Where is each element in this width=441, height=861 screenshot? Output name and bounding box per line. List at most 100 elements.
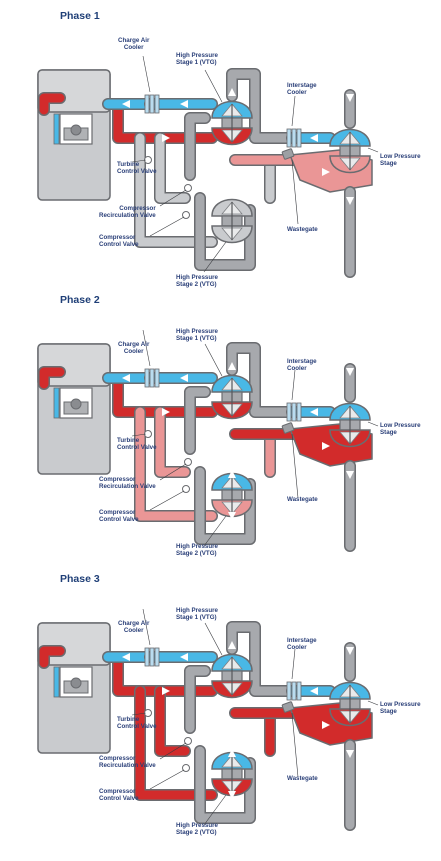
leader-turbine-control-valve: [131, 433, 147, 437]
interstage-cooler-fin: [296, 681, 302, 701]
interstage-cooler-fin: [291, 681, 297, 701]
flow-arrow-hp2-compressor: [228, 470, 236, 478]
flow-arrow-hp2-turbine: [228, 791, 236, 799]
flow-arrow-wastegate: [322, 721, 330, 729]
flow-arrow-lp-intake: [346, 647, 354, 655]
charge-air-cooler-fin: [154, 94, 160, 114]
exhaust-to-hp2: [135, 407, 217, 521]
leader-wastegate: [291, 712, 299, 778]
flow-arrow-lp-exhaust: [346, 197, 354, 205]
leader-interstage-cooler: [291, 95, 296, 127]
engine-piston-pin: [70, 398, 82, 410]
phase-title: Phase 1: [60, 10, 100, 22]
leader-interstage-cooler: [291, 369, 296, 401]
leader-hp-stage1: [204, 69, 223, 103]
wastegate-label: Wastegate: [287, 775, 318, 782]
interstage-cooler-fin: [291, 128, 297, 148]
engine-piston-pin: [70, 677, 82, 689]
engine-intake-valve: [53, 666, 60, 698]
flow-arrow-hp2-turbine: [228, 512, 236, 520]
recirculation-pipe: [185, 113, 210, 180]
flow-arrow-hp1-out: [228, 641, 236, 649]
flow-arrow-wastegate: [322, 442, 330, 450]
flow-arrow-hp2-compressor: [228, 749, 236, 757]
charge-air-cooler-fin: [144, 94, 150, 114]
leader-compressor-recirculation-valve: [159, 742, 187, 760]
exhaust-to-hp2: [135, 686, 217, 800]
flow-arrow-interstage: [310, 134, 318, 142]
hp2-loop-pipe: [195, 746, 255, 823]
wastegate-label: Wastegate: [287, 226, 318, 233]
hp1-compressor-inlet-loop: [227, 69, 297, 143]
leader-turbine-control-valve: [131, 159, 147, 163]
flow-arrow-exhaust: [162, 134, 170, 142]
hp1-compressor-inlet-loop: [227, 343, 297, 417]
phase-title: Phase 2: [60, 294, 100, 306]
interstage-cooler: [286, 402, 302, 422]
flow-arrow-charge-air: [180, 653, 188, 661]
leader-hp-stage2: [203, 241, 227, 273]
charge-air-cooler-fin: [144, 647, 150, 667]
leader-wastegate: [291, 433, 299, 499]
leader-low-pressure-stage: [367, 700, 379, 706]
flow-arrow-exhaust: [162, 408, 170, 416]
exhaust-manifold-left: [39, 93, 65, 115]
turbo-system-diagram: [37, 55, 379, 278]
leader-charge-air-cooler: [142, 55, 151, 93]
leader-hp-stage2: [203, 794, 227, 826]
leader-hp-stage1: [204, 343, 223, 377]
leader-hp-stage1: [204, 622, 223, 656]
interstage-cooler-fin: [286, 402, 292, 422]
flow-arrow-exhaust: [162, 687, 170, 695]
charge-air-cooler-fin: [154, 647, 160, 667]
recirculation-pipe: [185, 666, 210, 733]
flow-arrow-hp1-out: [228, 88, 236, 96]
leader-compressor-control-valve: [149, 216, 185, 237]
turbo-system-diagram: [37, 329, 379, 552]
leader-compressor-recirculation-valve: [159, 463, 187, 481]
exhaust-manifold-left: [39, 646, 65, 668]
compressor-recirculation-valve: [184, 737, 192, 745]
charge-air-cooler-fin: [144, 368, 150, 388]
leader-compressor-recirculation-valve: [159, 189, 187, 207]
interstage-cooler: [286, 128, 302, 148]
interstage-cooler-fin: [296, 402, 302, 422]
interstage-cooler-fin: [291, 402, 297, 422]
flow-arrow-lp-exhaust: [346, 471, 354, 479]
leader-wastegate: [291, 159, 299, 225]
flow-arrow-lp-intake: [346, 94, 354, 102]
leader-compressor-control-valve: [149, 769, 185, 790]
charge-air-cooler: [144, 94, 160, 114]
charge-air-cooler-fin: [154, 368, 160, 388]
leader-low-pressure-stage: [367, 147, 379, 153]
interstage-cooler: [286, 681, 302, 701]
exhaust-bypass-pipe: [155, 133, 190, 203]
flow-arrow-charge-air: [180, 100, 188, 108]
exhaust-manifold: [113, 379, 195, 417]
engine-intake-valve: [53, 387, 60, 419]
flow-arrow-interstage: [310, 687, 318, 695]
exhaust-manifold: [113, 105, 195, 143]
